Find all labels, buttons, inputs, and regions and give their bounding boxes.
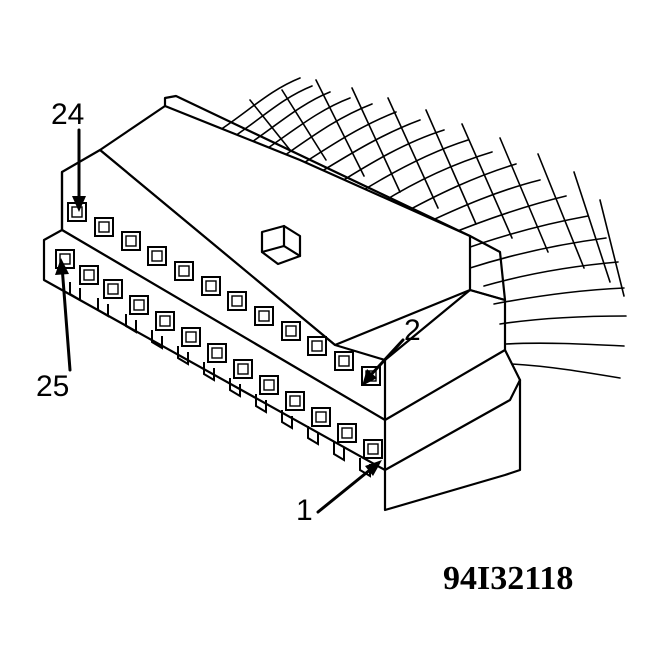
pin-label-2: 2 [404,314,421,347]
arrowhead-1 [365,460,382,476]
cavity-row-bottom [55,249,383,459]
arrowhead-2 [362,369,377,386]
figure-id: 94I32118 [443,560,574,597]
pin-label-25: 25 [36,370,70,403]
arrowhead-25 [55,258,69,275]
leader-1 [316,463,378,514]
leader-25 [60,264,72,372]
cavity-row-top [67,202,381,386]
leader-2 [366,338,405,380]
pin-label-1: 1 [296,494,313,527]
lip-notches [69,282,371,478]
pin-label-24: 24 [51,98,85,131]
arrowhead-24 [72,196,86,212]
